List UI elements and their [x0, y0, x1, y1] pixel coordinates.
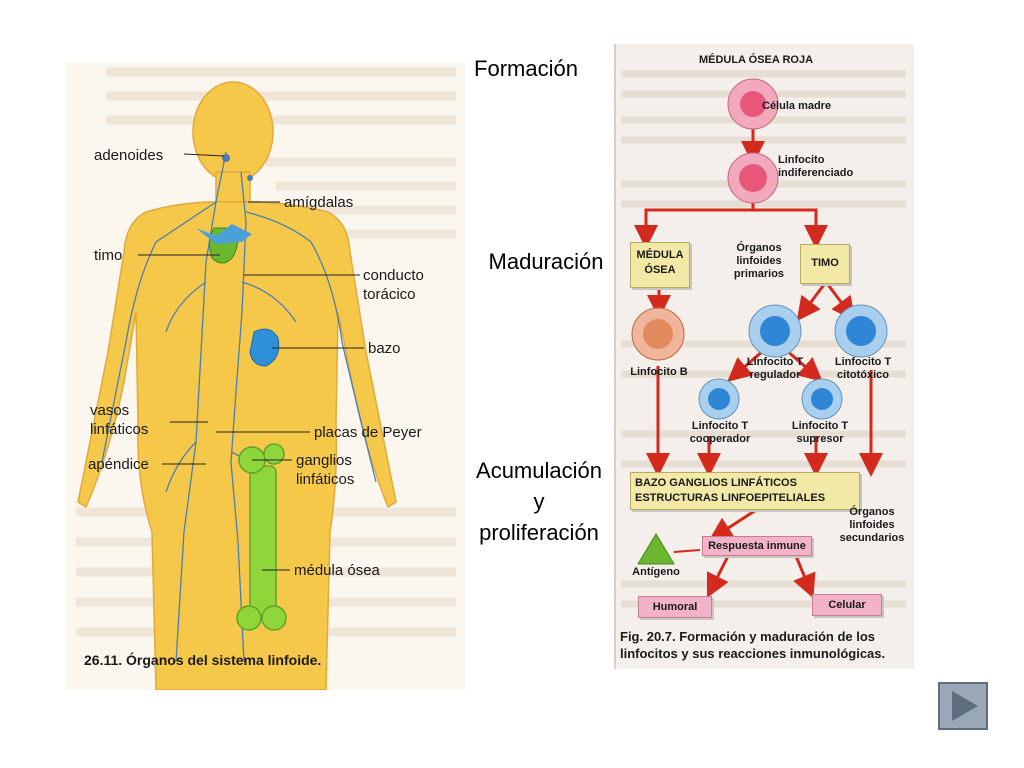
label-timo: timo [94, 247, 123, 264]
play-triangle-icon [952, 691, 978, 721]
t-coop-label: Linfocito T cooperador [682, 420, 758, 446]
immune-response-label: Respuesta inmune [708, 540, 806, 552]
celular-box: Celular [812, 594, 882, 616]
t-reg-label: Linfocito T regulador [740, 356, 810, 382]
stem-cell-label: Célula madre [762, 100, 832, 112]
label-vasos-1: vasos [90, 402, 130, 419]
t-sup-2: supresor [796, 433, 844, 445]
t-coop-1: Linfocito T [691, 420, 749, 432]
b-cell-label: Linfocito B [630, 366, 688, 378]
formation-label: Formación [474, 56, 578, 81]
undiff-label: Linfocito indiferenciado [778, 154, 853, 180]
t-cytotoxic-nucleus [846, 316, 876, 346]
next-slide-button[interactable] [938, 682, 988, 730]
subclavian-vessels [196, 224, 252, 244]
t-cyto-1: Linfocito T [834, 356, 892, 368]
lymph-vessels [101, 151, 377, 663]
flow-title: MÉDULA ÓSEA ROJA [698, 54, 814, 66]
label-conducto-2: torácico [363, 286, 416, 303]
right-caption-2: linfocitos y sus reacciones inmunológica… [620, 646, 886, 661]
t-cooperator-nucleus [708, 388, 730, 410]
t-suppressor-nucleus [811, 388, 833, 410]
medula-box: MÉDULA ÓSEA [630, 242, 690, 288]
adenoid-dot [222, 154, 230, 162]
label-ganglios: ganglios linfáticos [296, 451, 354, 489]
bazo-box-1: BAZO GANGLIOS LINFÁTICOS [635, 477, 797, 489]
t-cyto-2: citotóxico [837, 369, 889, 381]
accumulation-line-1: Acumulación [476, 458, 602, 483]
accumulation-line-2: y [533, 489, 545, 514]
bazo-box-2: ESTRUCTURAS LINFOEPITELIALES [635, 492, 826, 504]
antigen-arrow [673, 549, 701, 553]
medula-box-2: ÓSEA [644, 264, 676, 276]
label-placas: placas de Peyer [314, 424, 422, 441]
undiff-label-1: Linfocito [778, 154, 825, 166]
label-medula: médula ósea [294, 562, 380, 579]
immune-response-box: Respuesta inmune [702, 536, 812, 556]
body-silhouette [77, 81, 397, 690]
label-conducto-1: conducto [363, 267, 424, 284]
label-vasos: vasos linfáticos [90, 401, 148, 439]
t-sup-label: Linfocito T supresor [782, 420, 858, 446]
medula-box-1: MÉDULA [636, 249, 684, 261]
tonsil-dot [247, 175, 253, 181]
right-caption-1: Fig. 20.7. Formación y maduración de los [620, 629, 876, 644]
b-lymphocyte-nucleus [643, 319, 673, 349]
primary-2: linfoides [736, 255, 782, 267]
primary-3: primarios [733, 268, 785, 280]
secondary-organs-box: BAZO GANGLIOS LINFÁTICOS ESTRUCTURAS LIN… [630, 472, 860, 510]
label-bazo: bazo [368, 340, 401, 357]
timo-box: TIMO [800, 244, 850, 284]
label-apendice: apéndice [88, 456, 149, 473]
t-reg-2: regulador [749, 369, 801, 381]
secondary-2: linfoides [849, 519, 895, 531]
antigen-label: Antígeno [632, 566, 680, 578]
left-caption-text: Órganos del sistema linfoide. [126, 652, 322, 668]
lymphatic-system-figure: adenoides amígdalas timo conducto toráci… [66, 62, 466, 690]
label-ganglios-2: linfáticos [296, 471, 355, 488]
secondary-organs-label: Órganos linfoides secundarios [834, 506, 910, 545]
t-regulator-nucleus [760, 316, 790, 346]
femur-bone [236, 443, 287, 631]
undifferentiated-nucleus [739, 164, 767, 192]
label-vasos-2: linfáticos [90, 421, 149, 438]
right-caption: Fig. 20.7. Formación y maduración de los… [620, 628, 885, 662]
secondary-3: secundarios [839, 532, 905, 544]
leader-lines [138, 153, 364, 571]
spleen [249, 328, 280, 367]
celular-label: Celular [828, 599, 866, 611]
primary-organs-label: Órganos linfoides primarios [724, 242, 794, 281]
stem-cell-nucleus [740, 91, 766, 117]
primary-1: Órganos [736, 242, 782, 254]
humoral-box: Humoral [638, 596, 712, 618]
antigen-triangle [637, 533, 675, 565]
t-cyto-label: Linfocito T citotóxico [828, 356, 898, 382]
accumulation-label: Acumulación y proliferación [464, 455, 614, 548]
t-sup-1: Linfocito T [791, 420, 849, 432]
flow-arrows [634, 128, 883, 599]
undiff-label-2: indiferenciado [778, 167, 854, 179]
human-body-illustration [76, 67, 456, 690]
humoral-label: Humoral [652, 601, 698, 613]
label-adenoides: adenoides [94, 147, 164, 164]
label-conducto: conducto torácico [363, 266, 424, 304]
secondary-1: Órganos [849, 506, 895, 518]
left-caption: 26.11. Órganos del sistema linfoide. [84, 652, 321, 668]
lymphocyte-flowchart: MÉDULA ÓSEA ROJA Célula madre Linfocito … [614, 44, 914, 669]
accumulation-line-3: proliferación [479, 520, 599, 545]
timo-box-label: TIMO [811, 257, 839, 269]
t-reg-1: Linfocito T [746, 356, 804, 368]
label-amigdalas: amígdalas [284, 194, 354, 211]
left-caption-number: 26.11. [84, 652, 123, 668]
t-coop-2: cooperador [689, 433, 751, 445]
maturation-label: Maduración [488, 249, 604, 274]
label-ganglios-1: ganglios [296, 452, 352, 469]
